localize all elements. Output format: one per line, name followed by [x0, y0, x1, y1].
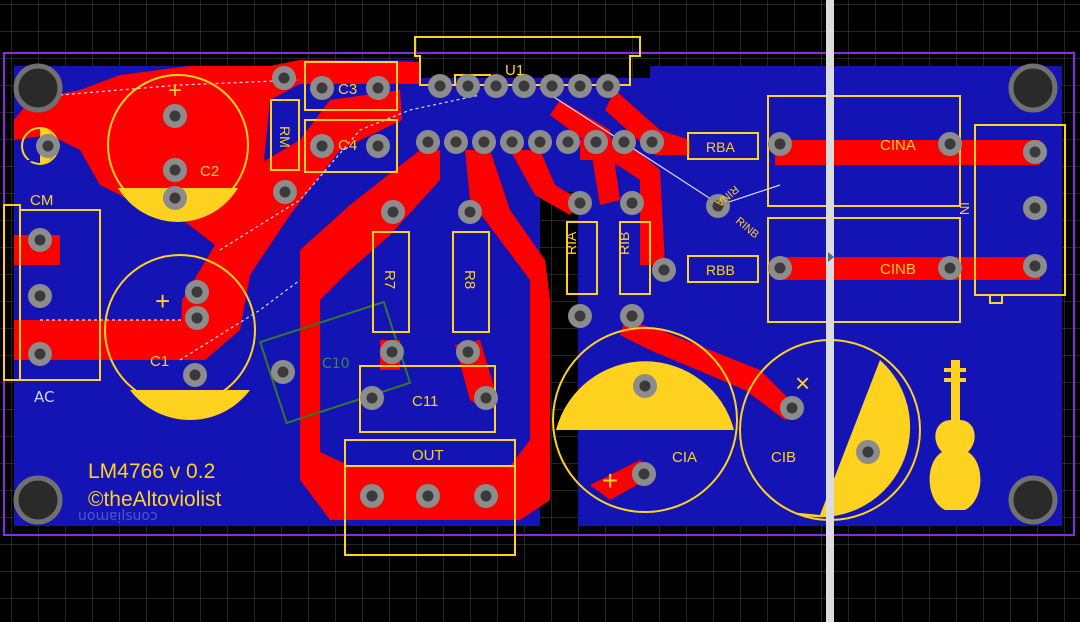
pad-hole: [422, 490, 434, 502]
pad-hole: [574, 80, 586, 92]
pad-hole: [279, 186, 291, 198]
pad-hole: [34, 290, 46, 302]
pad-hole: [626, 310, 638, 322]
pad-hole: [518, 80, 530, 92]
pad-hole: [422, 136, 434, 148]
violin-icon: [929, 360, 981, 510]
label-cib: CIB: [771, 449, 796, 466]
polarity-c2: +: [168, 77, 182, 104]
pad-hole: [944, 138, 956, 150]
pad-hole: [490, 80, 502, 92]
pad-hole: [602, 80, 614, 92]
pad-hole: [450, 136, 462, 148]
pad-hole: [42, 140, 54, 152]
pad-hole: [774, 138, 786, 150]
pad-hole: [169, 192, 181, 204]
chevron-right-icon: [828, 252, 834, 262]
label-c10: C10: [322, 356, 350, 372]
pad-hole: [658, 264, 670, 276]
pad-hole: [480, 392, 492, 404]
label-r8: R8: [461, 270, 478, 289]
pad-hole: [278, 72, 290, 84]
pad-hole: [372, 140, 384, 152]
pad-hole: [386, 346, 398, 358]
pad-hole: [1029, 260, 1041, 272]
label-cinb: CINB: [880, 261, 916, 278]
label-c3: C3: [338, 81, 357, 98]
label-c4: C4: [338, 137, 357, 154]
label-rib: RIB: [616, 232, 632, 255]
pad-hole: [590, 136, 602, 148]
pad-hole: [366, 392, 378, 404]
board-title: LM4766 v 0.2: [88, 460, 215, 483]
pad-hole: [189, 369, 201, 381]
label-cina: CINA: [880, 137, 916, 154]
pad-hole: [169, 110, 181, 122]
label-rba: RBA: [706, 139, 735, 155]
label-u1: U1: [505, 62, 524, 79]
pad-hole: [372, 82, 384, 94]
pad-hole: [618, 136, 630, 148]
pad-hole: [191, 286, 203, 298]
pad-hole: [169, 164, 181, 176]
pad-hole: [366, 490, 378, 502]
pad-hole: [480, 490, 492, 502]
pad-hole: [774, 262, 786, 274]
label-cia: CIA: [672, 449, 697, 466]
ruler-line[interactable]: [826, 0, 834, 622]
pad-hole: [639, 380, 651, 392]
pad-hole: [277, 366, 289, 378]
polarity-c1: +: [155, 286, 170, 316]
label-r7: R7: [381, 270, 398, 289]
pad-hole: [562, 136, 574, 148]
pad-hole: [786, 402, 798, 414]
polarity-cib: ×: [795, 368, 810, 398]
pad-hole: [316, 82, 328, 94]
label-ria: RIA: [563, 231, 579, 255]
pad-hole: [534, 136, 546, 148]
pads-layer: [28, 66, 1047, 508]
label-c2: C2: [200, 163, 219, 180]
pad-hole: [944, 262, 956, 274]
pad-hole: [638, 468, 650, 480]
pad-hole: [862, 446, 874, 458]
pad-hole: [478, 136, 490, 148]
label-rm: RM: [277, 126, 293, 148]
pad-hole: [462, 346, 474, 358]
polarity-cm: +: [24, 153, 36, 169]
pad-hole: [316, 140, 328, 152]
board-credit: ©theAltoviolist: [88, 488, 222, 511]
pad-hole: [574, 310, 586, 322]
pad-hole: [434, 80, 446, 92]
top-copper-traces: [14, 60, 1040, 520]
pad-hole: [506, 136, 518, 148]
pad-hole: [462, 80, 474, 92]
pad-hole: [1029, 146, 1041, 158]
pad-hole: [546, 80, 558, 92]
pad-hole: [646, 136, 658, 148]
label-c1: C1: [150, 353, 169, 370]
pad-hole: [1029, 202, 1041, 214]
pad-hole: [387, 206, 399, 218]
pad-hole: [34, 348, 46, 360]
pad-hole: [464, 206, 476, 218]
polarity-cia: +: [602, 465, 618, 496]
pad-hole: [191, 312, 203, 324]
label-rbb: RBB: [706, 262, 735, 278]
label-in: IN: [957, 202, 972, 215]
label-ac: AC: [34, 388, 54, 406]
label-c11: C11: [412, 393, 438, 410]
label-cm: CM: [30, 192, 53, 209]
pad-hole: [626, 197, 638, 209]
pad-hole: [574, 197, 586, 209]
pad-hole: [34, 234, 46, 246]
label-out: OUT: [412, 447, 444, 464]
mirrored-label: uoɯɐᴉlsuoɔ: [78, 508, 158, 524]
pad-hole: [712, 200, 724, 212]
mounting-holes: [13, 63, 1058, 525]
